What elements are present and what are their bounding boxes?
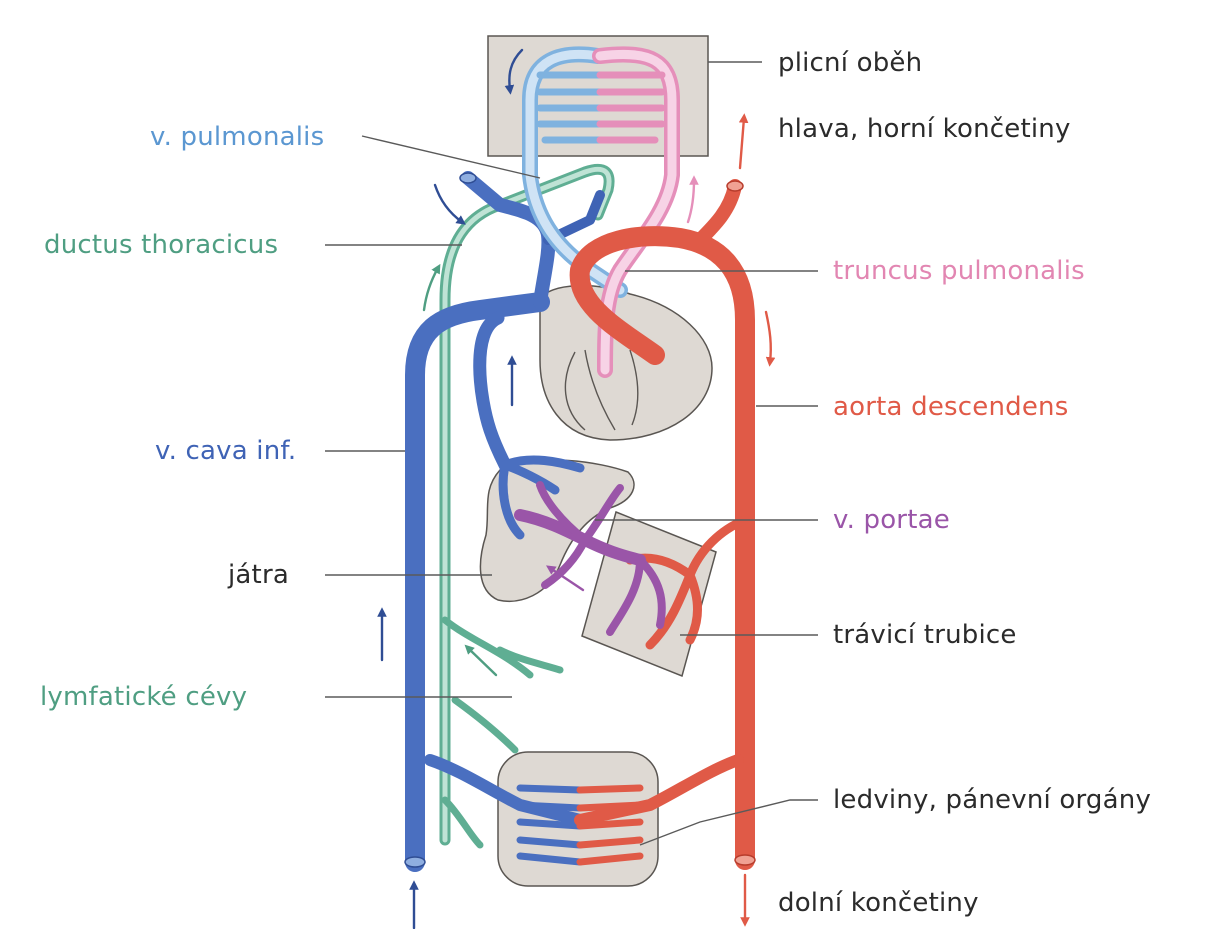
flow-arrow-icon	[688, 180, 694, 222]
label-lower-limbs: dolní končetiny	[778, 888, 979, 918]
flow-arrow-icon	[424, 268, 438, 310]
flow-arrow-icon	[766, 312, 771, 362]
label-pulmonary-circulation: plicní oběh	[778, 48, 922, 78]
head-artery-end	[727, 181, 743, 191]
vena-cava-end	[405, 857, 425, 867]
label-inferior-vena-cava: v. cava inf.	[155, 436, 296, 466]
label-descending-aorta: aorta descendens	[833, 392, 1068, 422]
label-portal-vein: v. portae	[833, 505, 950, 535]
label-head-upper-limbs: hlava, horní končetiny	[778, 114, 1071, 144]
superior-vein-end	[460, 173, 476, 183]
leader-kidneys	[640, 800, 818, 845]
label-kidneys-pelvic-organs: ledviny, pánevní orgány	[833, 785, 1151, 815]
heart-shape	[540, 286, 712, 440]
label-liver: játra	[228, 560, 289, 590]
flow-arrow-icon	[435, 185, 462, 222]
label-thoracic-duct: ductus thoracicus	[44, 230, 278, 260]
label-lymph-vessels: lymfatické cévy	[40, 682, 247, 712]
aorta-end	[735, 855, 755, 865]
flow-arrow-icon	[740, 118, 744, 168]
label-pulmonary-vein: v. pulmonalis	[150, 122, 324, 152]
label-pulmonary-trunk: truncus pulmonalis	[833, 256, 1085, 286]
label-digestive-tube: trávicí trubice	[833, 620, 1017, 650]
